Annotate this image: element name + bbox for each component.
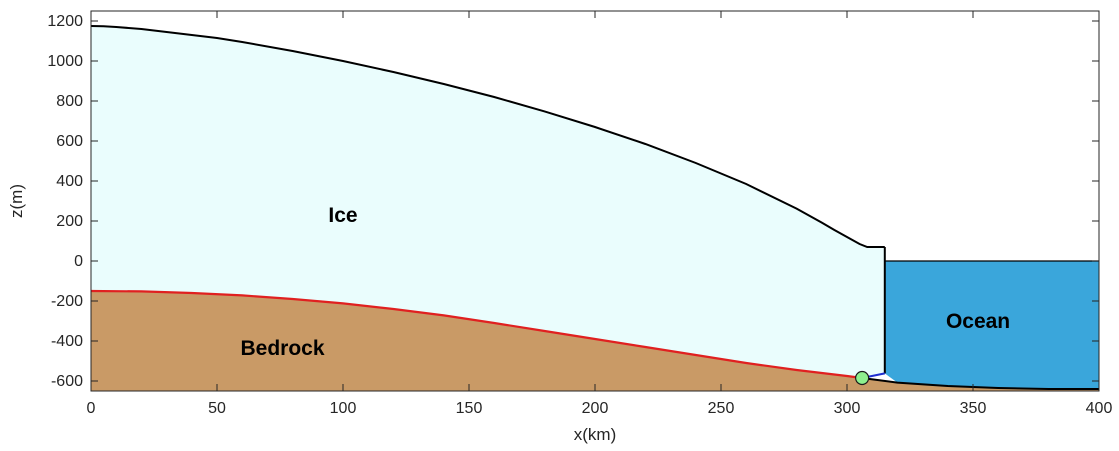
y-tick-label: 0 [74, 253, 83, 270]
x-tick-label: 350 [960, 400, 987, 417]
grounding-point-marker [855, 370, 870, 386]
ice-surface-line [90, 25, 885, 248]
plot-lines [90, 25, 1099, 390]
y-tick-label: 800 [56, 93, 83, 110]
x-tick-label: 250 [708, 400, 735, 417]
y-tick-label: 1000 [47, 53, 83, 70]
x-tick-label: 150 [456, 400, 483, 417]
x-tick-label: 300 [834, 400, 861, 417]
region-label-bedrock: Bedrock [241, 337, 325, 360]
plot-fills [91, 26, 1099, 391]
ice-area [91, 26, 885, 378]
region-label-ice: Ice [328, 204, 357, 227]
y-tick-label: 600 [56, 133, 83, 150]
ice-base-line [90, 289, 863, 380]
x-tick-label: 0 [87, 400, 96, 417]
x-tick-label: 50 [208, 400, 226, 417]
y-tick-label: -200 [51, 293, 83, 310]
y-tick-label: -600 [51, 373, 83, 390]
y-tick-label: 400 [56, 173, 83, 190]
x-axis-label: x(km) [574, 425, 616, 444]
x-axis: 0 50 100 150 200 250 300 350 400 [87, 11, 1113, 417]
y-tick-label: -400 [51, 333, 83, 350]
y-axis-label: z(m) [7, 184, 26, 218]
x-tick-label: 100 [330, 400, 357, 417]
x-tick-label: 400 [1086, 400, 1113, 417]
y-tick-label: 1200 [47, 13, 83, 30]
bedrock-area [91, 291, 1099, 391]
region-label-ocean: Ocean [946, 310, 1010, 333]
ocean-area [884, 261, 1099, 389]
x-tick-label: 200 [582, 400, 609, 417]
y-tick-label: 200 [56, 213, 83, 230]
y-axis: -600 -400 -200 0 200 400 600 800 1000 1200 [47, 13, 1099, 390]
